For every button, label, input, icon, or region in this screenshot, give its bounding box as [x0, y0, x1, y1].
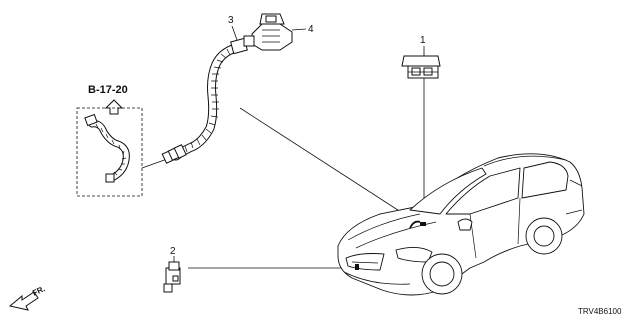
part-3-hose: [161, 37, 248, 164]
leader-3-car: [239, 107, 405, 215]
callout-1[interactable]: 1: [420, 35, 426, 46]
car-outline: [337, 153, 585, 296]
leader-4: [291, 28, 307, 31]
part-1-switch: [401, 55, 441, 79]
car-interior-hose-mark: [409, 220, 421, 229]
reference-hose-icon: [84, 113, 130, 183]
part-2-sensor: [163, 261, 181, 293]
car-front-sensor-mark: [355, 264, 359, 270]
reference-dashed-box: [76, 107, 143, 197]
reference-up-arrow-icon: [104, 99, 124, 115]
diagram-code: TRV4B6100: [578, 307, 622, 316]
callout-2[interactable]: 2: [170, 246, 176, 257]
callout-3[interactable]: 3: [228, 15, 234, 26]
reference-label[interactable]: B-17-20: [88, 84, 128, 96]
car-interior-switch-mark: [420, 222, 426, 226]
part-4-sensor: [243, 13, 293, 51]
front-arrow-icon: [8, 291, 39, 311]
leader-3: [231, 25, 238, 41]
front-direction-label: FR.: [31, 284, 46, 298]
reference-group: B-17-20: [76, 84, 143, 197]
front-direction-indicator: FR.: [8, 284, 47, 311]
hose-end-fitting: [161, 144, 187, 164]
callout-4[interactable]: 4: [308, 24, 314, 35]
